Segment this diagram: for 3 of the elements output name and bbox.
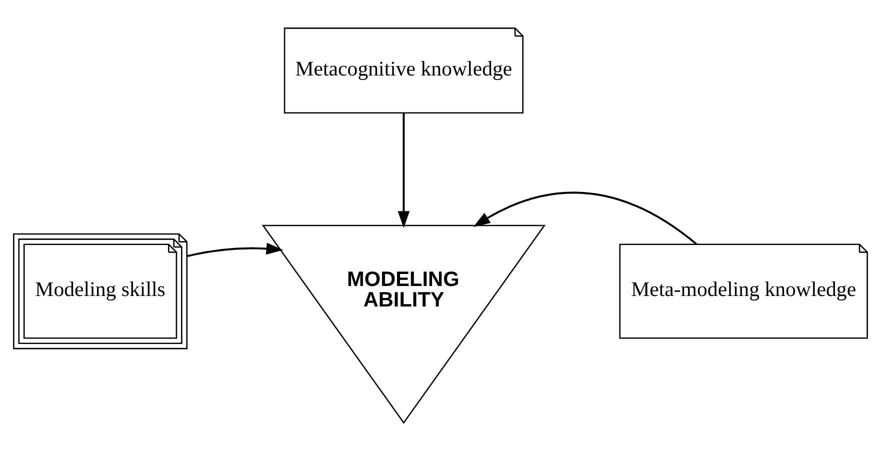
arrow xyxy=(398,112,410,228)
arrow xyxy=(187,242,284,257)
arrow xyxy=(473,191,698,244)
